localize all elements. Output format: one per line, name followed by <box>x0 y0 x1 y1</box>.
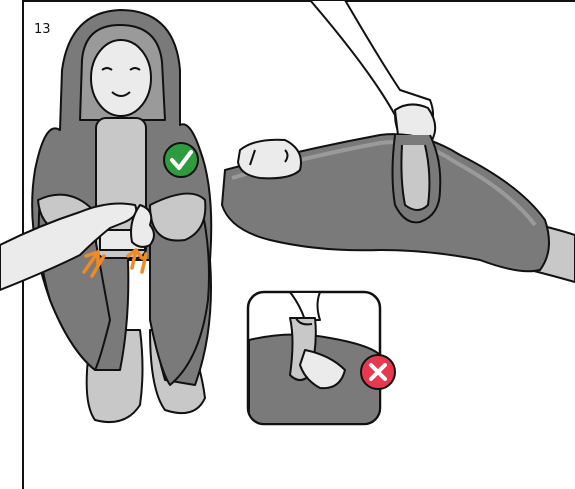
baby-lifted-figure <box>222 0 575 282</box>
baby-front-figure <box>0 10 211 422</box>
cross-icon <box>361 355 395 389</box>
incorrect-inset <box>248 292 380 424</box>
check-icon <box>164 143 198 177</box>
